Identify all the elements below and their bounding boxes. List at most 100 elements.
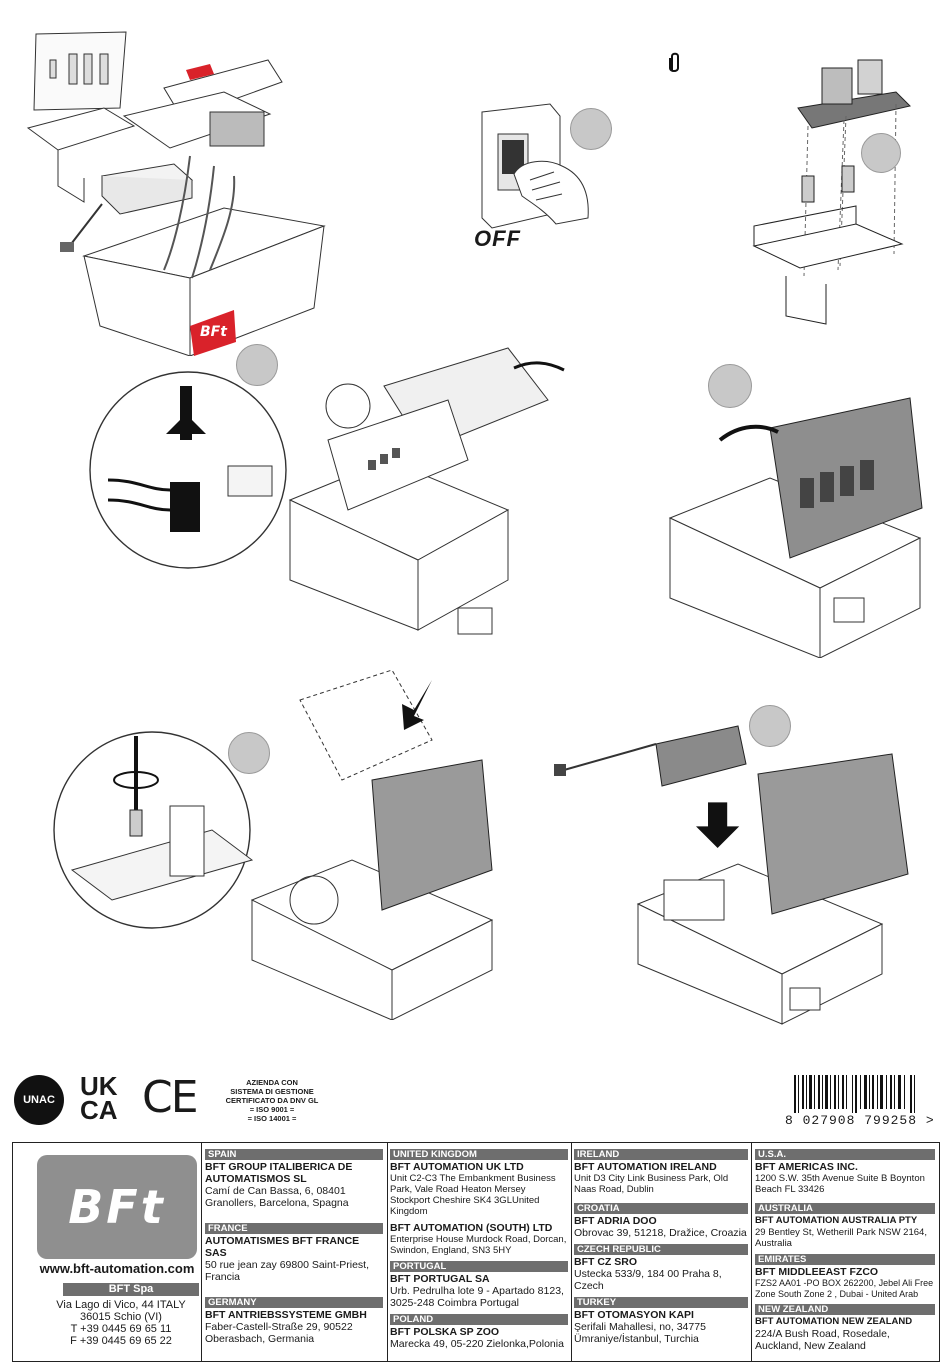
quality-line-1: AZIENDA CON — [246, 1078, 298, 1087]
hq-city: 36015 Schio (VI) — [80, 1311, 162, 1323]
office-portugal: PORTUGAL BFT PORTUGAL SA Urb. Pedrulha l… — [390, 1261, 568, 1309]
office-column-1: SPAIN BFT GROUP ITALIBERICA DE AUTOMATIS… — [205, 1149, 383, 1350]
quality-line-5: = ISO 14001 = — [247, 1114, 297, 1123]
office-column-4: U.S.A. BFT AMERICAS INC. 1200 S.W. 35th … — [755, 1149, 935, 1357]
office-company: BFT POLSKA SP ZOO — [390, 1326, 500, 1338]
office-country: U.S.A. — [755, 1149, 935, 1160]
power-module-bracket-illustration — [746, 56, 916, 336]
office-country: TURKEY — [574, 1297, 748, 1308]
office-france: FRANCE AUTOMATISMES BFT FRANCE SAS 50 ru… — [205, 1223, 383, 1283]
office-address: 1200 S.W. 35th Avenue Suite B Boynton Be… — [755, 1173, 925, 1195]
office-address: Faber-Castell-Straße 29, 90522 Oberasbac… — [205, 1321, 353, 1345]
office-address: 224/A Bush Road, Rosedale, Auckland, New… — [755, 1328, 890, 1352]
company-footer: BFt www.bft-automation.com BFT Spa Via L… — [12, 1142, 940, 1362]
office-address: 50 rue jean zay 69800 Saint-Priest, Fran… — [205, 1259, 370, 1283]
office-address: Unit C2-C3 The Embankment Business Park,… — [390, 1173, 556, 1217]
office-address: Obrovac 39, 51218, Dražice, Croazia — [574, 1227, 747, 1239]
step-marker-2 — [570, 108, 612, 150]
office-country: EMIRATES — [755, 1254, 935, 1265]
office-spain: SPAIN BFT GROUP ITALIBERICA DE AUTOMATIS… — [205, 1149, 383, 1209]
office-country: PORTUGAL — [390, 1261, 568, 1272]
office-germany: GERMANY BFT ANTRIEBSSYSTEME GMBH Faber-C… — [205, 1297, 383, 1345]
column-divider — [201, 1143, 202, 1361]
office-company: AUTOMATISMES BFT FRANCE SAS — [205, 1235, 360, 1259]
office-country: IRELAND — [574, 1149, 748, 1160]
office-company: BFT AUTOMATION UK LTD — [390, 1161, 524, 1173]
office-ireland: IRELAND BFT AUTOMATION IRELAND Unit D3 C… — [574, 1149, 748, 1195]
office-country: GERMANY — [205, 1297, 383, 1308]
power-off-illustration — [470, 100, 620, 250]
package-contents-illustration: BFt — [14, 26, 344, 356]
paperclip-icon — [668, 50, 682, 78]
office-country: AUSTRALIA — [755, 1203, 935, 1214]
insert-battery-illustration — [552, 704, 922, 1034]
box-logo: BFt — [200, 324, 228, 340]
office-company: BFT AMERICAS INC. — [755, 1161, 858, 1173]
office-croatia: CROATIA BFT ADRIA DOO Obrovac 39, 51218,… — [574, 1203, 748, 1239]
ukca-bottom: CA — [80, 1095, 118, 1125]
quality-line-4: = ISO 9001 = — [249, 1105, 295, 1114]
column-divider — [751, 1143, 752, 1361]
office-country: CZECH REPUBLIC — [574, 1244, 748, 1255]
office-country: FRANCE — [205, 1223, 383, 1234]
office-company: BFT OTOMASYON KAPI — [574, 1309, 694, 1321]
step-marker-3 — [861, 133, 901, 173]
hq-street: Via Lago di Vico, 44 ITALY — [56, 1299, 186, 1311]
office-uk-south: BFT AUTOMATION (SOUTH) LTD Enterprise Ho… — [390, 1222, 568, 1256]
office-address: 29 Bentley St, Wetherill Park NSW 2164, … — [755, 1227, 927, 1249]
office-country: NEW ZEALAND — [755, 1304, 935, 1315]
office-address: Ustecka 533/9, 184 00 Praha 8, Czech — [574, 1268, 722, 1292]
office-company: BFT AUTOMATION AUSTRALIA PTY — [755, 1215, 918, 1226]
office-company: BFT PORTUGAL SA — [390, 1273, 490, 1285]
office-address: Urb. Pedrulha lote 9 - Apartado 8123, 30… — [390, 1285, 564, 1309]
office-company: BFT AUTOMATION IRELAND — [574, 1161, 717, 1173]
office-czech-republic: CZECH REPUBLIC BFT CZ SRO Ustecka 533/9,… — [574, 1244, 748, 1292]
unac-logo: UNAC — [14, 1075, 64, 1125]
office-column-2: UNITED KINGDOM BFT AUTOMATION UK LTD Uni… — [390, 1149, 568, 1355]
step-marker-6 — [228, 732, 270, 774]
office-turkey: TURKEY BFT OTOMASYON KAPI Şerifali Mahal… — [574, 1297, 748, 1345]
hq-fax: F +39 0445 69 65 22 — [70, 1335, 172, 1347]
company-name: BFT Spa — [63, 1283, 199, 1296]
office-company: BFT AUTOMATION (SOUTH) LTD — [390, 1222, 553, 1234]
hq-phone: T +39 0445 69 65 11 — [70, 1323, 172, 1335]
office-company: BFT MIDDLEEAST FZCO — [755, 1266, 879, 1278]
lift-board-illustration — [660, 368, 930, 658]
step-marker-4 — [236, 344, 278, 386]
office-emirates: EMIRATES BFT MIDDLEEAST FZCO FZS2 AA01 -… — [755, 1254, 935, 1299]
ukca-top: UK — [80, 1071, 118, 1101]
quality-line-2: SISTEMA DI GESTIONE — [230, 1087, 314, 1096]
office-country: SPAIN — [205, 1149, 383, 1160]
office-poland: POLAND BFT POLSKA SP ZOO Marecka 49, 05-… — [390, 1314, 568, 1350]
step-marker-7 — [749, 705, 791, 747]
fix-screw-illustration — [52, 660, 502, 1020]
column-divider — [571, 1143, 572, 1361]
office-united-kingdom: UNITED KINGDOM BFT AUTOMATION UK LTD Uni… — [390, 1149, 568, 1217]
unac-label: UNAC — [23, 1094, 55, 1106]
office-company: BFT ANTRIEBSSYSTEME GMBH — [205, 1309, 367, 1321]
quality-line-3: CERTIFICATO DA DNV GL — [225, 1096, 319, 1105]
ce-mark: CE — [142, 1072, 199, 1123]
column-divider — [387, 1143, 388, 1361]
office-country: CROATIA — [574, 1203, 748, 1214]
office-usa: U.S.A. BFT AMERICAS INC. 1200 S.W. 35th … — [755, 1149, 935, 1195]
office-country: UNITED KINGDOM — [390, 1149, 568, 1160]
detach-connector-illustration — [88, 340, 568, 660]
office-address: Enterprise House Murdock Road, Dorcan, S… — [390, 1234, 567, 1256]
off-label: OFF — [474, 226, 521, 251]
quality-certification: AZIENDA CON SISTEMA DI GESTIONE CERTIFIC… — [224, 1078, 320, 1123]
office-country: POLAND — [390, 1314, 568, 1325]
office-company: BFT CZ SRO — [574, 1256, 637, 1268]
office-column-3: IRELAND BFT AUTOMATION IRELAND Unit D3 C… — [574, 1149, 748, 1350]
step-marker-5 — [708, 364, 752, 408]
barcode — [794, 1075, 920, 1113]
office-address: Şerifali Mahallesi, no, 34775 Ümraniye/İ… — [574, 1321, 706, 1345]
office-address: Marecka 49, 05-220 Zielonka,Polonia — [390, 1338, 564, 1350]
office-company: BFT ADRIA DOO — [574, 1215, 657, 1227]
bft-logo-text: BFt — [68, 1180, 166, 1234]
office-company: BFT GROUP ITALIBERICA DE AUTOMATISMOS SL — [205, 1161, 353, 1185]
website-link[interactable]: www.bft-automation.com — [39, 1261, 195, 1276]
bft-logo: BFt — [37, 1155, 197, 1259]
ukca-mark: UK CA — [80, 1071, 128, 1125]
office-address: Camí de Can Bassa, 6, 08401 Granollers, … — [205, 1185, 349, 1209]
